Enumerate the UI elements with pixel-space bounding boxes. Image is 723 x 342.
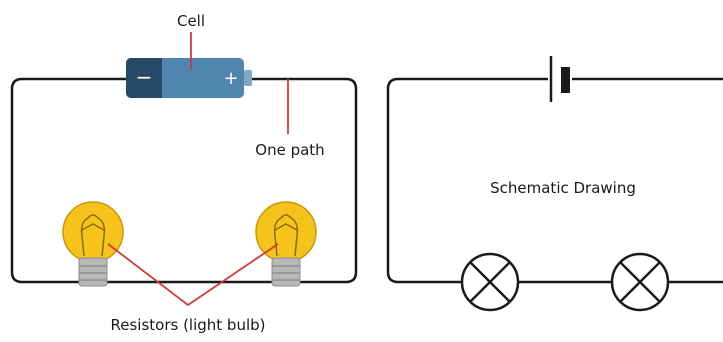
- bulb-filament: [273, 214, 299, 257]
- battery-minus-sign: −: [136, 65, 153, 89]
- one-path-label: One path: [255, 141, 324, 159]
- circuit-wire: [10, 77, 358, 284]
- battery-cell: − +: [126, 58, 252, 98]
- resistors-pointer-lines: [107, 243, 279, 307]
- lamp-symbol-left: [460, 252, 520, 312]
- cell-symbol: [549, 56, 570, 102]
- battery-plus-sign: +: [223, 68, 238, 89]
- resistors-label: Resistors (light bulb): [110, 316, 265, 334]
- cell-symbol-short-plate: [561, 67, 570, 93]
- schematic-drawing-label: Schematic Drawing: [490, 179, 636, 197]
- light-bulb-left: [62, 201, 124, 287]
- lamp-symbol-right: [610, 252, 670, 312]
- schematic-circuit: Schematic Drawing: [386, 56, 723, 312]
- cell-label: Cell: [177, 12, 205, 30]
- schematic-wire: [386, 77, 723, 284]
- bulb-glass: [62, 201, 124, 263]
- light-bulb-right: [255, 201, 317, 287]
- bulb-base: [78, 257, 108, 287]
- battery-positive-terminal: [244, 70, 252, 86]
- pictorial-circuit: − + Cell One path Resistors: [10, 12, 358, 334]
- bulb-base: [271, 257, 301, 287]
- bulb-filament: [80, 214, 106, 257]
